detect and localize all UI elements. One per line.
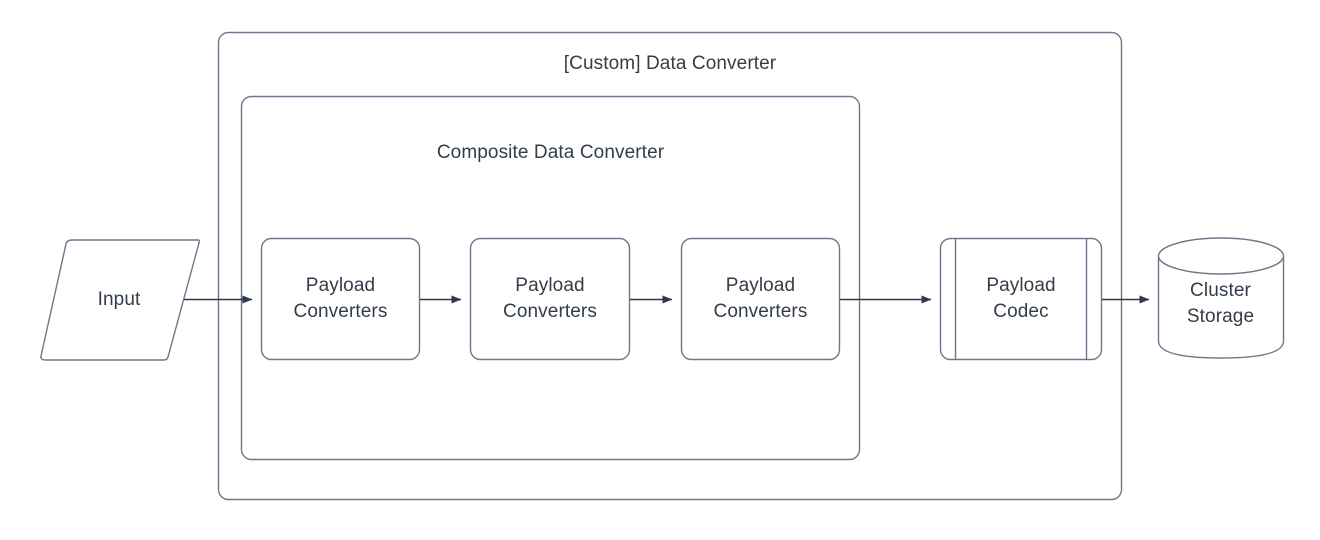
node-payload-codec-shape[interactable] xyxy=(939,237,1103,361)
node-payload-converters-1-shape[interactable] xyxy=(260,237,421,361)
node-cluster-storage-shape[interactable] xyxy=(1157,237,1285,359)
node-payload-converters-2-shape[interactable] xyxy=(469,237,631,361)
node-payload-converters-3-shape[interactable] xyxy=(680,237,841,361)
node-input-shape[interactable] xyxy=(40,239,201,361)
